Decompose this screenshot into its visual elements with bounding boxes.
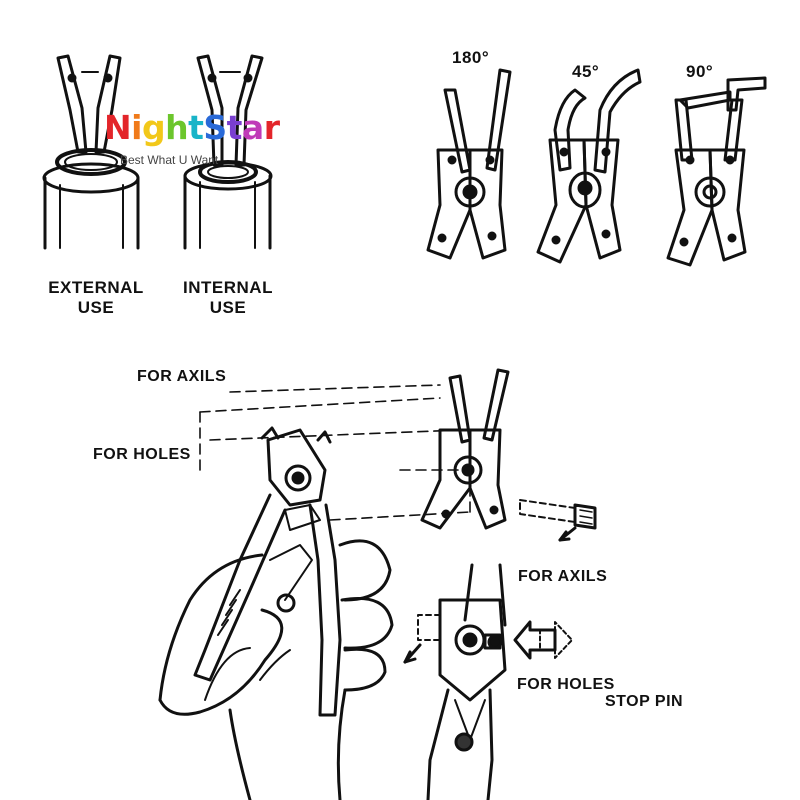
internal-use-illustration xyxy=(183,54,273,250)
brand-letter: N xyxy=(104,108,132,147)
external-use-label-line1: EXTERNAL xyxy=(48,278,144,297)
for-axils-right-label: FOR AXILS xyxy=(518,568,608,585)
brand-letter: h xyxy=(165,108,189,147)
external-use-illustration xyxy=(42,54,140,250)
angle-label-45: 45° xyxy=(572,62,600,81)
center-plier-illustration xyxy=(420,368,597,542)
brand-letter: a xyxy=(241,108,264,147)
internal-use-label-line2: USE xyxy=(209,298,247,317)
brand-watermark: NightStar xyxy=(104,108,280,147)
brand-letter: r xyxy=(263,108,280,147)
for-axils-top-label: FOR AXILS xyxy=(137,368,227,385)
for-holes-left-label: FOR HOLES xyxy=(93,446,191,463)
brand-letter: t xyxy=(188,108,204,147)
stop-pin-detail-illustration xyxy=(403,563,573,800)
brand-letter: g xyxy=(141,108,166,147)
hand-with-pliers-illustration xyxy=(158,426,394,800)
internal-use-label-line1: INTERNAL xyxy=(183,278,273,297)
angle-label-180: 180° xyxy=(452,48,490,67)
brand-letter: t xyxy=(226,108,243,147)
brand-letter: S xyxy=(203,108,227,147)
plier-90-illustration xyxy=(666,76,767,267)
stop-pin-label: STOP PIN xyxy=(605,693,684,710)
angle-label-90: 90° xyxy=(686,62,714,81)
external-use-label: EXTERNAL USE xyxy=(46,278,146,318)
brand-tagline: Best What U Want xyxy=(120,153,219,167)
internal-use-label: INTERNAL USE xyxy=(178,278,278,318)
external-use-label-line2: USE xyxy=(77,298,115,317)
brand-letter: i xyxy=(131,108,142,147)
plier-180-illustration xyxy=(426,68,512,260)
for-holes-bottom-label: FOR HOLES xyxy=(517,676,615,693)
plier-45-illustration xyxy=(536,68,642,264)
